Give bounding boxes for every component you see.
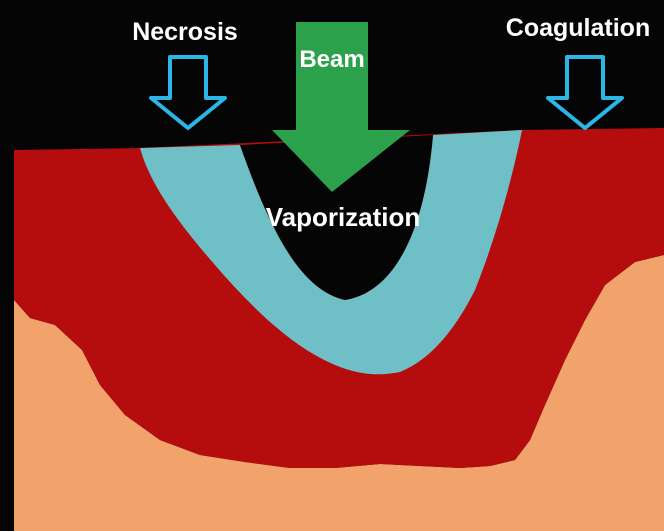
necrosis-label: Necrosis	[132, 18, 238, 46]
vaporization-label: Vaporization	[266, 202, 421, 232]
beam-label: Beam	[299, 46, 364, 73]
coagulation-label: Coagulation	[506, 14, 650, 42]
